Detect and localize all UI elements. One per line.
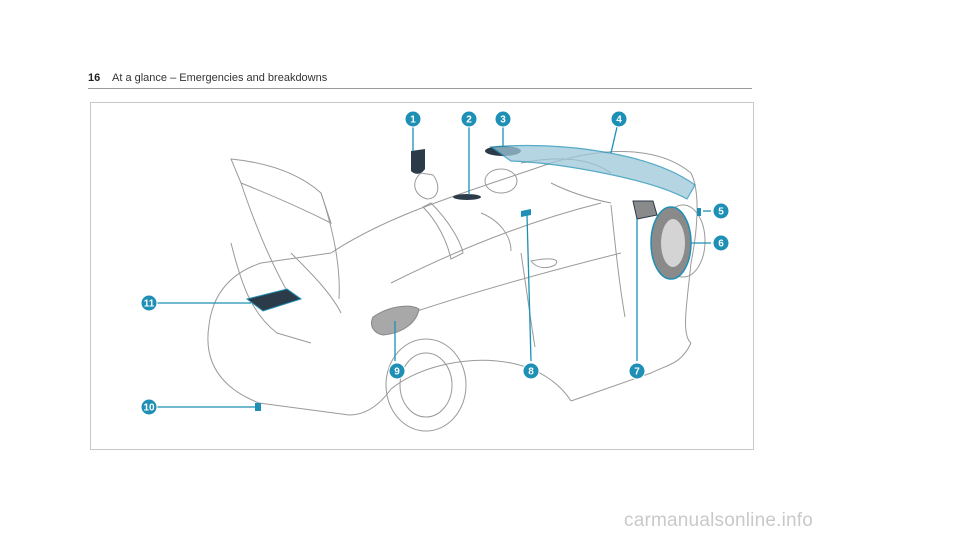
watermark-text: carmanualsonline.info [624, 510, 814, 531]
callout-6-label: 6 [718, 239, 724, 250]
callout-10: 10 [140, 398, 158, 416]
callout-5-label: 5 [718, 207, 724, 218]
page-number: 16 [88, 72, 101, 84]
callout-11: 11 [140, 294, 158, 312]
callout-4-label: 4 [616, 115, 622, 126]
trunk-edge [208, 252, 332, 326]
trunk-lid [230, 158, 332, 224]
callout-1: 1 [404, 110, 422, 128]
callout-8: 8 [522, 362, 540, 380]
rear-wheel-arch [390, 359, 572, 402]
battery-highlight [632, 200, 658, 220]
rear-wheel-outline [385, 338, 467, 432]
highlighted-components [245, 144, 701, 411]
callout-6: 6 [712, 234, 730, 252]
tool-kit-highlight [245, 288, 303, 312]
callout-7: 7 [628, 362, 646, 380]
page-header: 16 At a glance – Emergencies and breakdo… [88, 70, 752, 89]
door-handle [530, 258, 558, 269]
callout-9-label: 9 [394, 367, 400, 378]
tow-eye-highlight [697, 208, 701, 216]
callout-3-label: 3 [500, 115, 506, 126]
steering-wheel-highlight [453, 194, 481, 200]
callout-9: 9 [388, 362, 406, 380]
rear-bumper-outline [207, 324, 392, 416]
callouts: 1 2 3 4 5 6 7 [140, 110, 730, 416]
callout-1-label: 1 [410, 115, 416, 126]
callout-4: 4 [610, 110, 628, 128]
sill-line [570, 342, 692, 402]
callout-8-label: 8 [528, 367, 534, 378]
console-highlight [521, 209, 531, 217]
bonnet-highlight [489, 144, 696, 200]
fuel-flap-highlight [370, 305, 420, 336]
callout-10-label: 10 [143, 403, 155, 414]
rear-tow-eye-highlight [255, 403, 261, 411]
callout-11-label: 11 [144, 299, 155, 310]
callout-2: 2 [460, 110, 478, 128]
callout-2-label: 2 [466, 115, 472, 126]
callout-5: 5 [712, 202, 730, 220]
car-overview-figure: 1 2 3 4 5 6 7 [90, 102, 754, 450]
callout-3: 3 [494, 110, 512, 128]
callout-7-label: 7 [634, 367, 640, 378]
callout-leaders [157, 126, 711, 408]
car-illustration: 1 2 3 4 5 6 7 [140, 110, 730, 432]
rollover-protection-highlight [411, 149, 425, 174]
page-title: At a glance – Emergencies and breakdowns [112, 72, 328, 84]
roof-line [330, 151, 692, 254]
front-edge [685, 172, 698, 344]
